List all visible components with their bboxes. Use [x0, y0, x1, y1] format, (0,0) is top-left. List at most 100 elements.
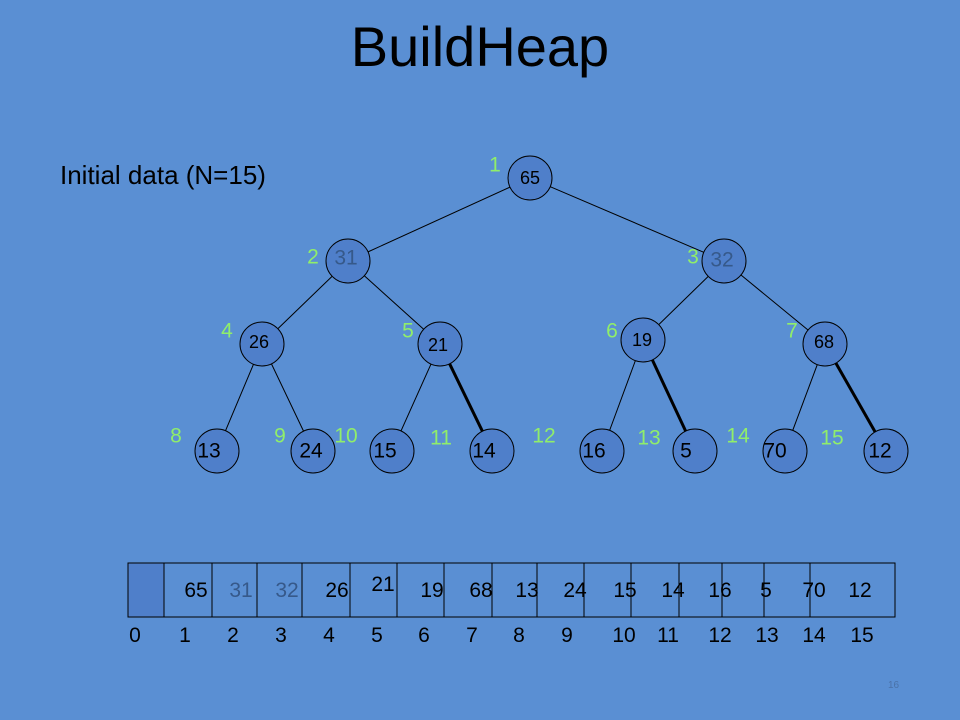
tree-position-label: 8 — [170, 425, 182, 448]
tree-position-label: 9 — [274, 425, 286, 448]
tree-node-value: 70 — [763, 440, 786, 463]
array-index: 9 — [561, 624, 573, 647]
tree-node-value: 24 — [299, 440, 323, 463]
tree-node-circle — [239, 321, 285, 367]
tree-position-label: 11 — [430, 427, 452, 450]
array-cell — [127, 562, 165, 618]
array-index: 15 — [850, 624, 874, 647]
tree-node-value: 68 — [814, 332, 834, 352]
tree-position-label: 10 — [334, 425, 357, 448]
tree-node-value: 5 — [680, 440, 692, 463]
tree-node-circle — [701, 238, 747, 284]
tree-node-circle — [369, 428, 415, 474]
tree-node-circle — [469, 428, 515, 474]
tree-edge — [271, 363, 304, 432]
array-value: 14 — [661, 579, 685, 602]
array-index: 13 — [755, 624, 779, 647]
tree-edge — [225, 364, 254, 431]
tree-node-circle — [863, 428, 909, 474]
subtitle: Initial data (N=15) — [60, 160, 266, 190]
tree-node-value: 65 — [520, 168, 540, 188]
tree-edge — [609, 360, 636, 431]
array-value: 68 — [469, 579, 493, 602]
array-index: 8 — [513, 624, 525, 647]
tree-position-label: 13 — [637, 427, 660, 450]
array-index: 4 — [323, 624, 335, 647]
tree-node-circle — [325, 238, 371, 284]
tree-node-value: 19 — [632, 330, 652, 350]
array-index: 14 — [802, 624, 826, 647]
tree-node-circle — [579, 428, 625, 474]
array-cell — [809, 562, 896, 618]
tree-edge — [550, 186, 704, 253]
tree-position-label: 15 — [820, 427, 843, 450]
tree-node-value: 31 — [334, 247, 357, 270]
tree-node-value: 15 — [373, 440, 396, 463]
tree-edges — [225, 186, 877, 433]
array-value: 13 — [515, 579, 539, 602]
array-index: 12 — [708, 624, 732, 647]
array-value: 21 — [371, 573, 395, 596]
tree-position-label: 3 — [687, 246, 699, 269]
array-index: 2 — [227, 624, 239, 647]
tree-position-label: 7 — [786, 320, 798, 343]
slide-title: BuildHeap — [350, 15, 610, 78]
array-value: 24 — [563, 579, 587, 602]
tree-edge — [363, 275, 425, 330]
tree-edge — [400, 363, 432, 432]
array-value: 65 — [184, 579, 208, 602]
tree-edge — [792, 364, 818, 431]
array-index: 7 — [466, 624, 478, 647]
tree-node-value: 32 — [710, 249, 733, 272]
tree-node-circle — [417, 321, 463, 367]
tree-position-label: 1 — [489, 154, 501, 177]
tree-edge — [367, 186, 511, 253]
array-index: 3 — [275, 624, 287, 647]
array-cells — [127, 562, 896, 618]
tree-position-label: 6 — [606, 320, 618, 343]
tree-position-label: 12 — [532, 425, 555, 448]
array-index: 11 — [657, 624, 679, 647]
array-value: 15 — [613, 579, 637, 602]
tree-node-circle — [762, 428, 808, 474]
array-value: 12 — [848, 579, 872, 602]
tree-node-circle — [672, 428, 718, 474]
tree-node-value: 16 — [582, 440, 605, 463]
array-value: 16 — [708, 579, 732, 602]
array-value: 19 — [420, 579, 444, 602]
tree-node-circle — [507, 155, 553, 201]
tree-node-value: 21 — [428, 335, 448, 355]
tree-edge — [834, 362, 877, 433]
array-index: 5 — [371, 624, 383, 647]
tree-edge — [650, 359, 688, 432]
tree-position-label: 2 — [307, 246, 319, 269]
array-value: 5 — [760, 579, 772, 602]
array-index: 6 — [418, 624, 430, 647]
array-value: 26 — [325, 579, 349, 602]
tree-node-value: 12 — [868, 440, 891, 463]
tree-node-circle — [620, 317, 666, 363]
array-value: 31 — [229, 579, 253, 602]
tree-position-label: 4 — [221, 320, 233, 343]
tree-node-value: 26 — [249, 332, 269, 352]
tree-edge — [658, 276, 709, 325]
tree-edge — [740, 274, 809, 331]
tree-node-value: 13 — [197, 440, 220, 463]
array-value: 32 — [275, 579, 299, 602]
tree-node-circle — [290, 428, 336, 474]
tree-position-label: 5 — [402, 320, 414, 343]
tree-edge — [277, 275, 333, 330]
tree-edge — [448, 363, 484, 432]
array-value: 70 — [802, 579, 826, 602]
slide-number: 16 — [888, 680, 900, 691]
array-index: 0 — [129, 624, 141, 647]
tree-position-label: 14 — [726, 425, 750, 448]
tree-node-circle — [194, 428, 240, 474]
tree-node-circle — [802, 321, 848, 367]
array-index: 10 — [612, 624, 636, 647]
